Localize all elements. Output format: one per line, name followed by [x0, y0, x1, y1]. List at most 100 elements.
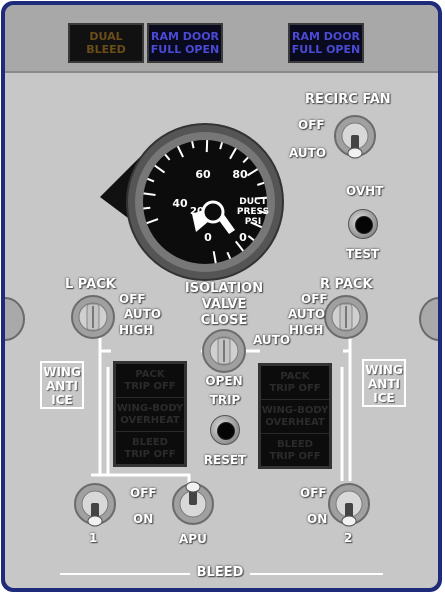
r-pack-auto-label: AUTO — [288, 307, 326, 321]
engine-2-bleed-off-label: OFF — [300, 486, 327, 500]
left-pack-trip-off-line-1: PACK — [135, 368, 165, 380]
engine-1-bleed-toggle-switch[interactable] — [72, 481, 118, 527]
recirc-fan-off-label: OFF — [298, 118, 325, 132]
gauge-tick — [143, 192, 156, 197]
right-bleed-trip-off-line-1: BLEED — [277, 439, 313, 450]
r-pack-off-label: OFF — [301, 292, 328, 306]
recirc-fan-title: RECIRC FAN — [305, 92, 391, 107]
left-wing-body-overheat-line-2: OVERHEAT — [120, 414, 180, 426]
right-bleed-trip-off-line-2: TRIP OFF — [269, 451, 321, 462]
gauge-tick — [250, 221, 263, 229]
isolation-valve-open-label: OPEN — [205, 374, 243, 388]
ovht-test-button-core — [355, 216, 373, 234]
wing-anti-ice-left-line-2: ANTI — [46, 379, 78, 393]
gauge-tick — [256, 181, 265, 186]
panel-title: BLEED — [196, 565, 244, 580]
gauge-tick — [219, 142, 224, 150]
isolation-valve-close-label: CLOSE — [200, 313, 248, 328]
dual-bleed-line-2: BLEED — [86, 43, 126, 56]
gauge-tick — [191, 141, 195, 149]
wing-anti-ice-left-label: WING ANTI ICE — [40, 361, 84, 409]
wing-anti-ice-right-line-2: ANTI — [368, 377, 400, 391]
isolation-valve-auto-label: AUTO — [253, 333, 291, 347]
gauge-scale-40: 40 — [172, 197, 188, 210]
reset-label: RESET — [203, 453, 247, 467]
isolation-valve-title-1: ISOLATION — [184, 281, 264, 296]
gauge-tick — [164, 153, 171, 161]
test-label: TEST — [346, 247, 380, 261]
gauge-tick — [147, 177, 155, 183]
ram-door-left-line-2: FULL OPEN — [150, 43, 220, 56]
gauge-label-press: PRESS — [237, 207, 269, 217]
engine-2-bleed-toggle-switch[interactable] — [326, 481, 372, 527]
system-lines — [60, 328, 383, 575]
r-pack-high-label: HIGH — [289, 323, 324, 337]
engine-1-bleed-off-label: OFF — [130, 486, 157, 500]
gauge-tick — [254, 196, 267, 200]
wing-anti-ice-right-line-1: WING — [365, 363, 403, 377]
r-pack-rotary-switch[interactable] — [323, 294, 369, 340]
apu-bleed-toggle-switch[interactable] — [170, 481, 216, 527]
wing-anti-ice-right-label: WING ANTI ICE — [362, 359, 406, 407]
apu-label: APU — [179, 532, 207, 546]
right-pack-trip-off-line-2: TRIP OFF — [269, 382, 321, 394]
left-pack-trip-off-line-2: TRIP OFF — [124, 380, 176, 392]
dual-bleed-line-1: DUAL — [89, 30, 123, 43]
gauge-tick — [176, 145, 184, 158]
gauge-scale-0-left: 0 — [204, 231, 212, 244]
r-pack-title: R PACK — [320, 277, 373, 292]
gauge-scale-0-right: 0 — [239, 231, 247, 244]
gauge-scale-20: 20 — [190, 206, 204, 217]
gauge-tick — [258, 210, 267, 214]
right-wing-body-overheat-line-2: OVERHEAT — [265, 416, 325, 428]
l-pack-auto-label: AUTO — [124, 307, 162, 321]
right-pack-trip-off-line-1: PACK — [280, 370, 310, 382]
gauge-hub — [201, 200, 225, 224]
gauge-label-duct: DUCT — [239, 197, 267, 207]
isolation-valve-rotary-switch[interactable] — [201, 328, 247, 374]
l-pack-high-label: HIGH — [119, 323, 154, 337]
trip-label: TRIP — [209, 393, 241, 407]
gauge-tick — [226, 251, 232, 260]
gauge-tick — [242, 156, 249, 164]
gauge-tick — [212, 251, 217, 264]
wing-anti-ice-right-line-3: ICE — [373, 391, 395, 405]
engine-2-label: 2 — [344, 531, 353, 545]
ram-door-right-line-2: FULL OPEN — [291, 43, 361, 56]
ram-door-left-line-1: RAM DOOR — [150, 30, 220, 43]
left-wing-body-overheat-line-1: WING-BODY — [116, 402, 184, 414]
wing-anti-ice-left-line-3: ICE — [51, 393, 73, 407]
gauge-tick — [246, 168, 259, 177]
gauge-scale-80: 80 — [232, 168, 248, 181]
gauge-tick — [146, 218, 159, 225]
isolation-valve-title-2: VALVE — [201, 297, 247, 312]
l-pack-off-label: OFF — [119, 292, 146, 306]
ovht-test-button[interactable] — [348, 209, 378, 239]
trip-reset-button[interactable] — [210, 415, 240, 445]
recirc-fan-auto-label: AUTO — [289, 146, 327, 160]
ovht-label: OVHT — [346, 184, 384, 198]
left-bleed-trip-off-line-1: BLEED — [132, 437, 168, 448]
engine-2-bleed-on-label: ON — [307, 512, 328, 526]
right-wing-body-overheat-line-1: WING-BODY — [261, 404, 329, 416]
recirc-fan-toggle-switch[interactable] — [332, 113, 378, 159]
gauge-tick — [247, 235, 255, 241]
l-pack-rotary-switch[interactable] — [70, 294, 116, 340]
gauge-tick — [154, 164, 166, 174]
gauge-tick — [229, 147, 237, 160]
gauge-tick — [143, 206, 151, 210]
engine-1-label: 1 — [89, 531, 98, 545]
gauge-label-psi: PSI — [245, 217, 261, 227]
